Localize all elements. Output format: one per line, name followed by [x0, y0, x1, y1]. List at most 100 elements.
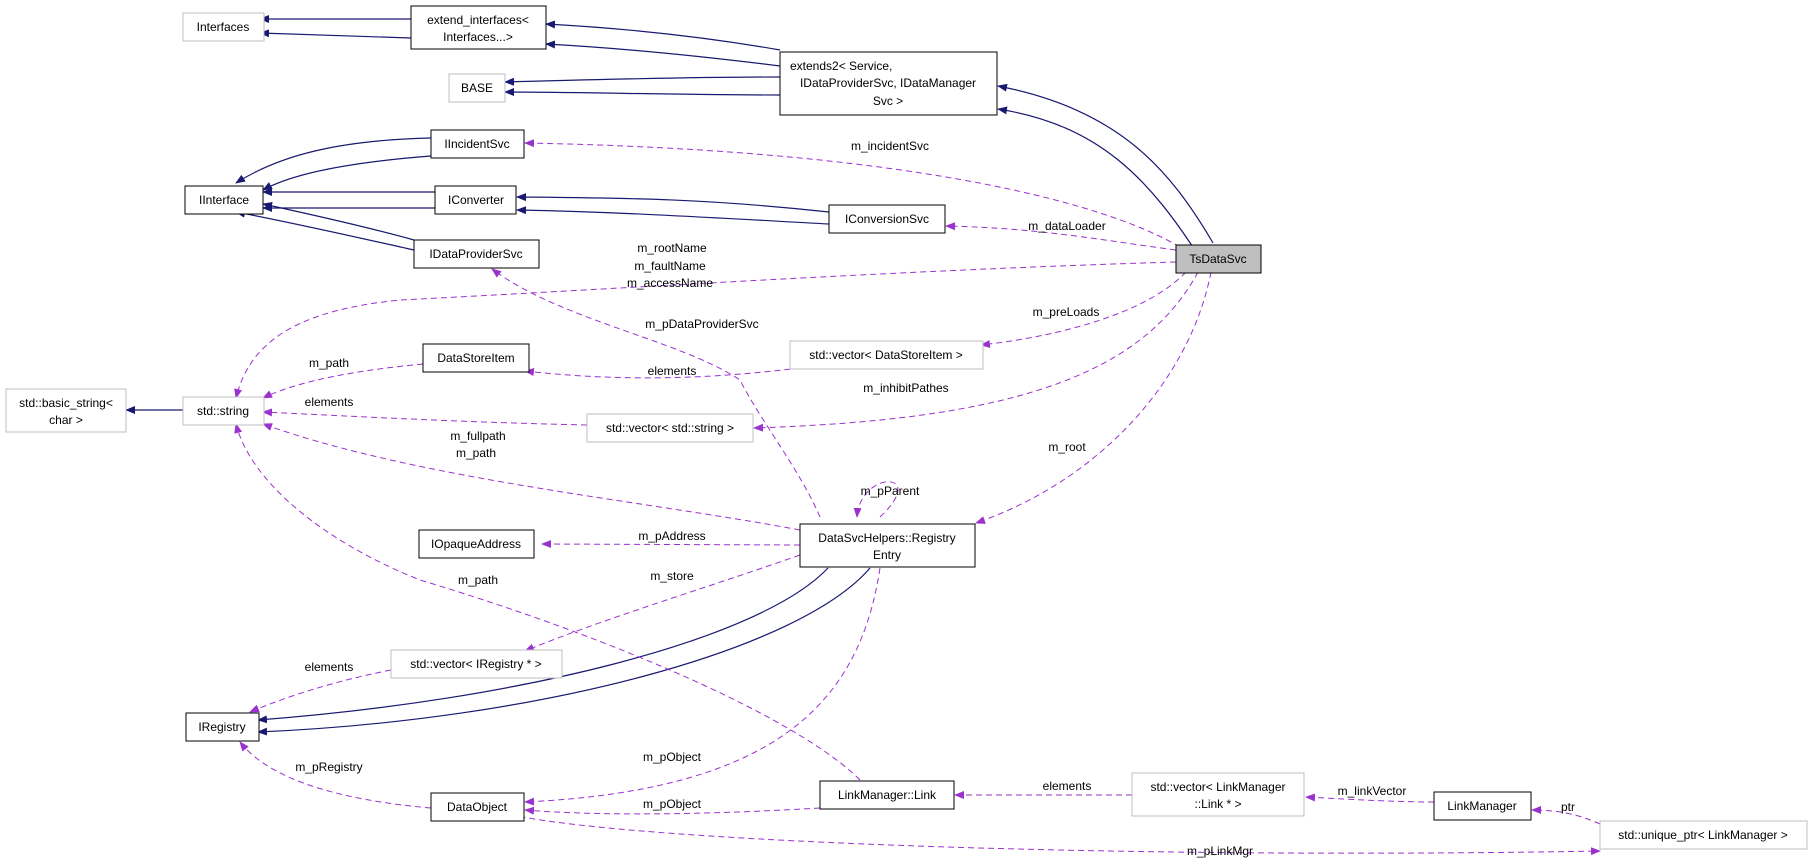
edge-m-pLinkMgr [499, 811, 1601, 856]
node-base[interactable]: BASE [448, 73, 506, 103]
edge-extend-interfaces-to-interfaces-2 [259, 29, 412, 39]
label-m-pObject-1: m_pObject [643, 750, 702, 764]
label-m-linkVector: m_linkVector [1338, 784, 1407, 798]
node-vector-datastoreitem-label: std::vector< DataStoreItem > [809, 348, 962, 362]
edge-elements-reg [249, 669, 392, 713]
node-iregistry[interactable]: IRegistry [185, 712, 260, 742]
label-elements-str: elements [305, 395, 354, 409]
edge-iincidentsvc-to-iinterface [235, 137, 432, 184]
label-m-inhibitPathes: m_inhibitPathes [863, 381, 948, 395]
node-extends2-label-3: Svc > [873, 94, 903, 108]
node-extend-interfaces[interactable]: extend_interfaces< Interfaces...> [410, 5, 547, 50]
node-string[interactable]: std::string [182, 396, 265, 426]
label-m-preLoads: m_preLoads [1033, 305, 1100, 319]
edge-labels: m_incidentSvc m_dataLoader m_rootName m_… [295, 139, 1575, 858]
edge-tsdatasvc-to-extends2-2 [997, 106, 1201, 259]
edge-m-pAddress [541, 540, 801, 549]
node-tsdatasvc-label: TsDataSvc [1189, 252, 1246, 266]
edge-iconversionsvc-to-iconverter-2 [516, 206, 830, 225]
node-unique-ptr-label: std::unique_ptr< LinkManager > [1618, 828, 1787, 842]
edge-m-pRegistry [239, 741, 432, 809]
nodes: Interfaces extend_interfaces< Interfaces… [5, 5, 1808, 850]
node-interfaces[interactable]: Interfaces [182, 12, 265, 42]
node-iinterface[interactable]: IInterface [184, 185, 264, 215]
node-registry-entry-label-2: Entry [873, 548, 901, 562]
edge-m-pParent [853, 481, 899, 518]
edge-m-path-dsi [262, 363, 424, 399]
edge-m-pObject-1 [524, 567, 881, 806]
edge-m-preLoads [980, 271, 1187, 348]
node-vector-iregistry[interactable]: std::vector< IRegistry * > [390, 649, 563, 679]
edge-idataprovidersvc-to-iinterface-2 [235, 209, 415, 251]
node-interfaces-label: Interfaces [197, 20, 250, 34]
edge-extends2-to-extend-interfaces [545, 20, 781, 51]
node-datastoreitem-label: DataStoreItem [437, 351, 514, 365]
node-extend-interfaces-label-2: Interfaces...> [443, 30, 513, 44]
node-iconversionsvc[interactable]: IConversionSvc [828, 204, 946, 234]
edge-names [234, 261, 1177, 399]
label-m-pAddress: m_pAddress [638, 529, 705, 543]
edge-m-inhibitPathes [753, 271, 1199, 432]
label-m-path-link: m_path [458, 573, 498, 587]
node-datastoreitem[interactable]: DataStoreItem [422, 343, 530, 373]
node-vector-link[interactable]: std::vector< LinkManager ::Link * > [1131, 772, 1305, 817]
edge-m-root [975, 271, 1212, 524]
node-link-label: LinkManager::Link [838, 788, 937, 802]
node-iincidentsvc[interactable]: IIncidentSvc [430, 129, 525, 159]
edge-registryentry-to-iregistry-2 [257, 567, 871, 736]
label-m-faultName: m_faultName [634, 259, 706, 273]
edge-extends2-to-base [504, 76, 781, 86]
node-linkmanager-label: LinkManager [1447, 799, 1516, 813]
node-idataprovidersvc[interactable]: IDataProviderSvc [413, 239, 540, 269]
label-elements-dsi: elements [648, 364, 697, 378]
node-basic-string[interactable]: std::basic_string< char > [5, 388, 127, 433]
node-string-label: std::string [197, 404, 249, 418]
label-m-incidentSvc: m_incidentSvc [851, 139, 929, 153]
label-m-store: m_store [650, 569, 694, 583]
node-iinterface-label: IInterface [199, 193, 249, 207]
label-m-pDataProviderSvc: m_pDataProviderSvc [645, 317, 758, 331]
label-m-pLinkMgr: m_pLinkMgr [1187, 844, 1253, 858]
edge-m-pObject-2 [524, 806, 821, 815]
node-linkmanager[interactable]: LinkManager [1433, 791, 1532, 821]
edge-extends2-to-extend-interfaces-2 [545, 40, 781, 67]
node-basic-string-label-2: char > [49, 413, 83, 427]
edge-extends2-to-base-2 [504, 88, 781, 97]
node-registry-entry[interactable]: DataSvcHelpers::Registry Entry [799, 523, 976, 568]
label-m-rootName: m_rootName [637, 241, 707, 255]
node-unique-ptr[interactable]: std::unique_ptr< LinkManager > [1599, 820, 1808, 850]
label-m-pParent: m_pParent [861, 484, 920, 498]
node-extends2[interactable]: extends2< Service, IDataProviderSvc, IDa… [779, 51, 998, 116]
label-m-root: m_root [1048, 440, 1086, 454]
node-vector-datastoreitem[interactable]: std::vector< DataStoreItem > [789, 340, 984, 370]
edge-ptr [1531, 806, 1601, 825]
node-registry-entry-label-1: DataSvcHelpers::Registry [818, 531, 955, 545]
label-m-pObject-2: m_pObject [643, 797, 702, 811]
label-m-fullpath: m_fullpath [450, 429, 505, 443]
node-iconverter[interactable]: IConverter [434, 185, 517, 215]
node-iincidentsvc-label: IIncidentSvc [444, 137, 509, 151]
node-link[interactable]: LinkManager::Link [819, 780, 955, 810]
label-elements-reg: elements [305, 660, 354, 674]
label-m-dataLoader: m_dataLoader [1028, 219, 1105, 233]
label-m-path-dsi: m_path [309, 356, 349, 370]
edge-iconversionsvc-to-iconverter [516, 193, 830, 213]
node-tsdatasvc[interactable]: TsDataSvc [1175, 244, 1262, 274]
edge-fullpath [262, 423, 801, 531]
edge-registryentry-to-iregistry [257, 567, 829, 724]
node-vector-iregistry-label: std::vector< IRegistry * > [410, 657, 541, 671]
node-iopaqueaddress-label: IOpaqueAddress [431, 537, 521, 551]
edge-idataprovidersvc-to-iinterface [262, 201, 415, 241]
node-iopaqueaddress[interactable]: IOpaqueAddress [418, 529, 535, 559]
node-basic-string-label-1: std::basic_string< [19, 396, 113, 410]
node-iconversionsvc-label: IConversionSvc [845, 212, 929, 226]
label-elements-link: elements [1043, 779, 1092, 793]
node-idataprovidersvc-label: IDataProviderSvc [429, 247, 522, 261]
node-dataobject[interactable]: DataObject [430, 792, 525, 822]
edge-elements-str [262, 408, 588, 426]
edge-m-incidentSvc [524, 139, 1181, 248]
node-vector-string[interactable]: std::vector< std::string > [586, 413, 754, 443]
node-extends2-label-1: extends2< Service, [790, 59, 892, 73]
node-iconverter-label: IConverter [448, 193, 504, 207]
